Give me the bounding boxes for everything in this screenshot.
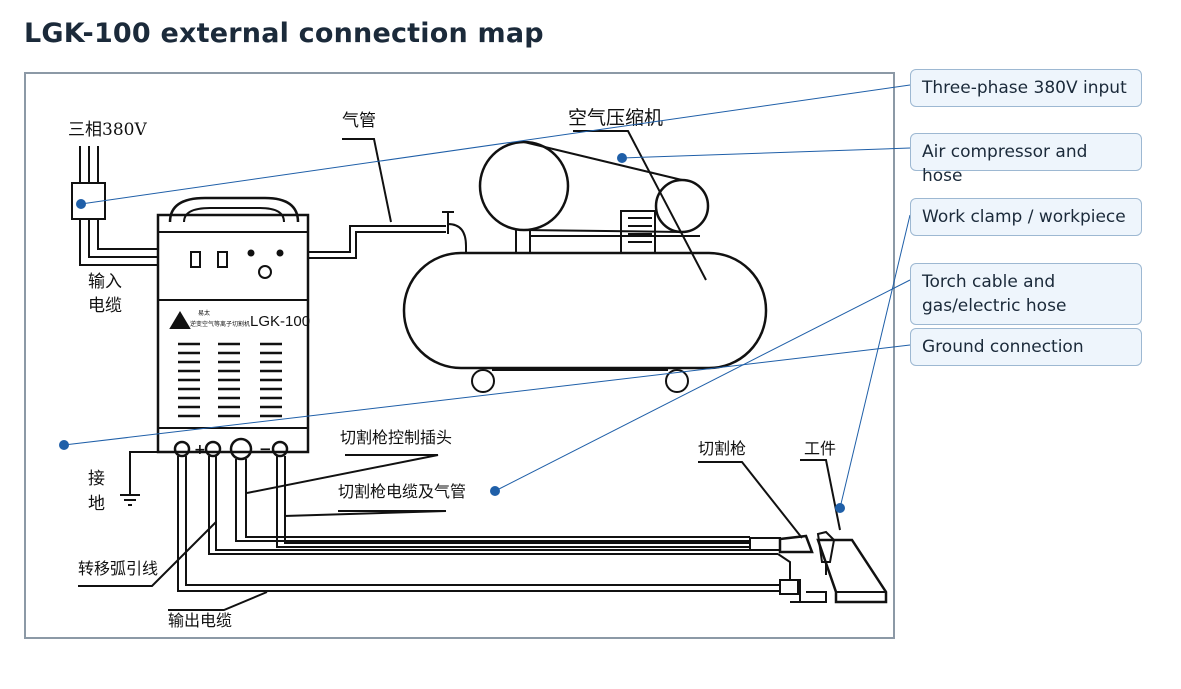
machine-model-label: LGK-100: [250, 313, 310, 330]
label-torch: 切割枪: [698, 439, 746, 458]
supply-wires: [71, 146, 106, 220]
label-torch-control-plug: 切割枪控制插头: [340, 428, 452, 447]
callout-torch-cable: Torch cable and gas/electric hose: [910, 263, 1142, 325]
label-output-cable: 输出电缆: [168, 611, 232, 630]
dot-ground-icon: [59, 440, 69, 450]
minus-sign: −: [259, 440, 272, 458]
dot-work-clamp-icon: [835, 503, 845, 513]
dot-torch-cable-icon: [490, 486, 500, 496]
callout-label: Three-phase 380V input: [922, 78, 1127, 98]
drawing-leaders: [78, 454, 447, 611]
page-title: LGK-100 external connection map: [24, 18, 544, 49]
label-input-cable-1: 输入: [88, 272, 122, 292]
label-ground-1: 接: [88, 469, 105, 489]
label-torch-cable-hose: 切割枪电缆及气管: [338, 482, 466, 501]
cutting-torch: [698, 461, 814, 603]
callout-label: Work clamp / workpiece: [922, 207, 1126, 227]
callout-label: Ground connection: [922, 337, 1084, 357]
torch-cables: [177, 456, 780, 592]
callout-ground: Ground connection: [910, 328, 1142, 366]
label-ground-2: 地: [88, 494, 105, 514]
machine-brand-line: 逆变空气等离子切割机: [190, 320, 250, 328]
plus-sign: +: [194, 442, 206, 458]
label-workpiece: 工件: [804, 439, 836, 458]
label-transfer-arc: 转移弧引线: [78, 559, 158, 578]
label-input-cable-2: 电缆: [88, 296, 122, 316]
callout-work-clamp: Work clamp / workpiece: [910, 198, 1142, 236]
machine-brand-small: 易太: [198, 309, 210, 317]
label-air-compressor: 空气压缩机: [568, 107, 663, 129]
plasma-machine: [156, 196, 310, 454]
output-terminals: [173, 437, 289, 461]
machine-vents: [178, 342, 282, 418]
dot-three-phase-icon: [76, 199, 86, 209]
dot-air-compressor-icon: [617, 153, 627, 163]
callout-air-compressor: Air compressor and hose: [910, 133, 1142, 186]
ground-wire: [120, 451, 158, 506]
label-three-phase: 三相380V: [68, 120, 147, 140]
air-hose: [308, 138, 467, 259]
input-cable: [79, 219, 158, 266]
callout-leaders: [63, 84, 911, 509]
callout-label: Air compressor and hose: [922, 142, 1088, 186]
air-compressor: [402, 130, 768, 393]
workpiece: [790, 459, 888, 604]
callout-label: Torch cable and gas/electric hose: [922, 272, 1067, 316]
callout-three-phase: Three-phase 380V input: [910, 69, 1142, 107]
label-air-hose: 气管: [342, 111, 376, 131]
